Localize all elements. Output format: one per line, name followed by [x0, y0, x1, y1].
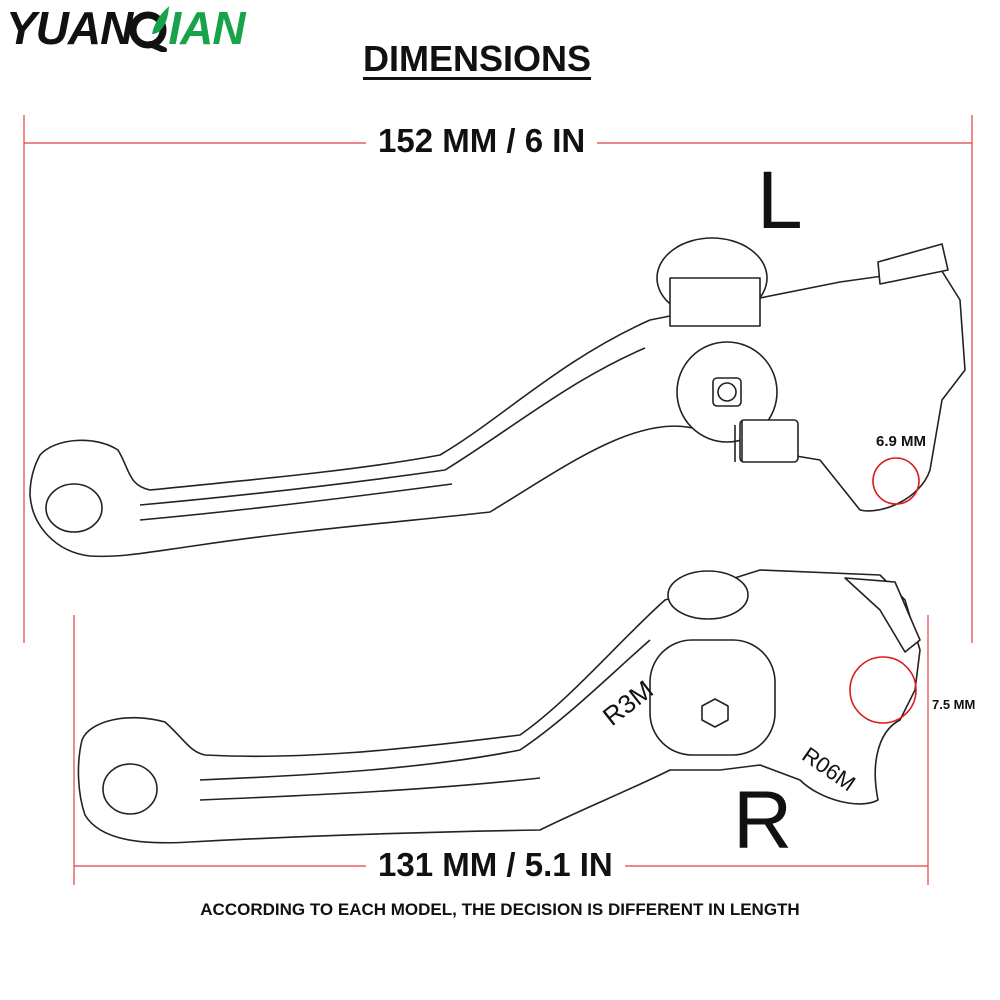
right-hole-label: 7.5 MM: [932, 697, 976, 712]
page-title: DIMENSIONS: [363, 38, 592, 79]
left-length-label: 152 MM / 6 IN: [366, 122, 598, 160]
brand-text-part1: YUAN: [6, 2, 133, 54]
left-lever: [29, 237, 966, 558]
leaf-icon: [130, 6, 170, 52]
length-note: ACCORDING TO EACH MODEL, THE DECISION IS…: [200, 900, 800, 919]
left-hole-highlight: [872, 457, 920, 505]
right-lever: [77, 569, 921, 844]
right-hole-highlight: [849, 656, 917, 724]
left-side-letter: L: [757, 155, 803, 246]
right-side-letter: R: [733, 775, 793, 866]
left-hole-label: 6.9 MM: [876, 433, 927, 450]
brand-logo: YUAN IAN: [6, 2, 246, 54]
brand-text-part2: IAN: [168, 2, 245, 54]
right-length-label: 131 MM / 5.1 IN: [366, 846, 625, 884]
